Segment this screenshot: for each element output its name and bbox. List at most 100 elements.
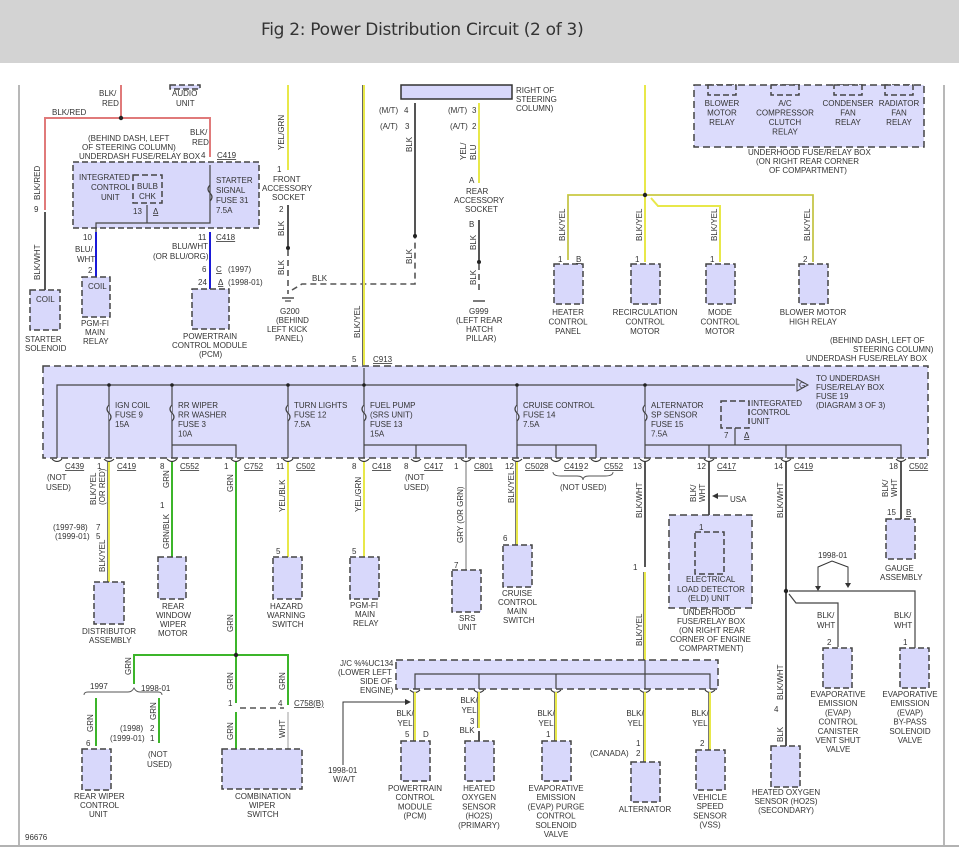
pin-number: 1 <box>546 730 551 739</box>
component-label: BY-PASS <box>893 718 926 727</box>
connector-label: C417 <box>424 462 444 471</box>
splice <box>413 234 417 238</box>
fuse-label: 10A <box>178 430 193 439</box>
wire-label: BLK <box>469 234 478 250</box>
pin-number: 8 <box>352 462 357 471</box>
pcm-box <box>191 288 230 330</box>
component-label: CONTROL <box>625 318 665 327</box>
wire-label: BLK/RED <box>52 108 86 117</box>
fuse-label: FUSE 14 <box>523 411 556 420</box>
wire-label: BLK <box>405 248 414 264</box>
connector-symbol-icon <box>103 458 115 463</box>
fuse-label: RR WIPER <box>178 401 218 410</box>
pin-number: 1 <box>224 462 229 471</box>
connector-label: C552 <box>180 462 200 471</box>
ground-label: PILLAR) <box>466 334 497 343</box>
component-label: UNIT <box>458 623 477 632</box>
component-label: MAIN <box>85 328 105 337</box>
fuse-31-symbol <box>207 184 213 202</box>
fuse-label: STARTER <box>216 176 253 185</box>
component-label: WINDOW <box>156 611 192 620</box>
wire-label: BLK/ <box>881 479 890 497</box>
pin-number: 7 <box>454 561 459 570</box>
splice <box>118 115 124 121</box>
note-marker: Δ <box>744 431 750 440</box>
pin-number: 5 <box>276 547 281 556</box>
pin-number: 6 <box>86 739 91 748</box>
component-label: CANISTER <box>818 727 859 736</box>
relay-label: RELAY <box>886 118 912 127</box>
audio-unit-box <box>169 84 201 90</box>
location-label: OF COMPARTMENT) <box>769 166 847 175</box>
wire-label: BLK/WHT <box>776 482 785 518</box>
not-used-label: (NOT <box>148 750 168 759</box>
fuse-symbol-icon <box>285 404 291 422</box>
wire-blk-yel <box>650 197 721 262</box>
wire-label: BLK/WHT <box>776 664 785 700</box>
connector-symbol-icon <box>511 458 523 463</box>
component-label: SOCKET <box>272 193 305 202</box>
underdash-fuse-relay-box <box>72 161 260 229</box>
pin-number: 2 <box>150 724 155 733</box>
wire-label: YEL/BLK <box>278 479 287 512</box>
not-used-label: (NOT <box>405 473 425 482</box>
pin-number: 6 <box>202 265 207 274</box>
evap-canister-vent-shut-valve-box <box>822 647 853 689</box>
wire-label: BLK/YEL <box>635 208 644 241</box>
location-label: CORNER OF ENGINE <box>670 635 751 644</box>
component-label: UNIT <box>176 99 195 108</box>
relay-label: RELAY <box>709 118 735 127</box>
year-note: (1998-01) <box>228 278 263 287</box>
ground-label: G999 <box>469 307 489 316</box>
load-box <box>798 263 829 305</box>
pin-number: B <box>469 220 474 229</box>
fuse-15-branch <box>645 444 902 458</box>
pin-number: 12 <box>505 462 514 471</box>
component-label: COIL <box>88 282 107 291</box>
component-label: (EVAP) PURGE <box>528 802 585 811</box>
location-label: UNDERDASH FUSE/RELAY BOX <box>806 354 928 363</box>
pin-number: 2 <box>472 122 477 131</box>
pin-number: 3 <box>470 717 475 726</box>
not-used-brace <box>552 471 614 481</box>
relay-box <box>884 84 914 96</box>
connector-label: C419 <box>794 462 814 471</box>
region-note: USA <box>730 495 747 504</box>
fuse-label: FUSE 15 <box>651 420 684 429</box>
fuse-symbol-icon <box>361 404 367 422</box>
pin-number: 13 <box>633 462 642 471</box>
location-label: UNDERDASH FUSE/RELAY BOX <box>79 152 201 161</box>
splice <box>642 192 648 198</box>
component-label: ELECTRICAL <box>686 575 736 584</box>
pin-number: 11 <box>276 462 285 471</box>
component-label: INTEGRATED <box>751 399 802 408</box>
top-left-section: BLK/ RED AUDIO UNIT BLK/RED BLK/RED BLK/… <box>25 84 263 359</box>
component-label: (PCM) <box>199 350 222 359</box>
component-label: CONTROL MODULE <box>172 341 247 350</box>
cruise-control-main-switch-box <box>502 544 533 588</box>
wire-label: BLK/ <box>626 709 644 718</box>
component-label: HIGH RELAY <box>789 318 838 327</box>
wire-label: WHT <box>894 621 912 630</box>
connector-label: C419 <box>117 462 137 471</box>
component-label: (PRIMARY) <box>458 821 500 830</box>
fuse-label: FUSE 13 <box>370 420 403 429</box>
wire-label: YEL <box>692 719 708 728</box>
component-label: MAIN <box>507 607 527 616</box>
wire-label: BLK <box>469 269 478 285</box>
jc-load-box <box>464 740 495 782</box>
pin-number: 1 <box>903 638 908 647</box>
component-label: (SECONDARY) <box>758 806 814 815</box>
connector-label: C502 <box>525 462 545 471</box>
component-label: VEHICLE <box>693 793 727 802</box>
connector-label: C552 <box>604 462 624 471</box>
fuse-label: (SRS UNIT) <box>370 411 413 420</box>
wire-label: BLK <box>776 726 785 742</box>
year-note: (1997) <box>228 265 251 274</box>
component-label: POWERTRAIN <box>183 332 237 341</box>
connector-label: C418 <box>216 233 236 242</box>
wire-label: BLK/YEL <box>353 305 362 338</box>
component-label: VENT SHUT <box>815 736 860 745</box>
component-label: GAUGE <box>885 564 914 573</box>
connector-label: C439 <box>65 462 85 471</box>
